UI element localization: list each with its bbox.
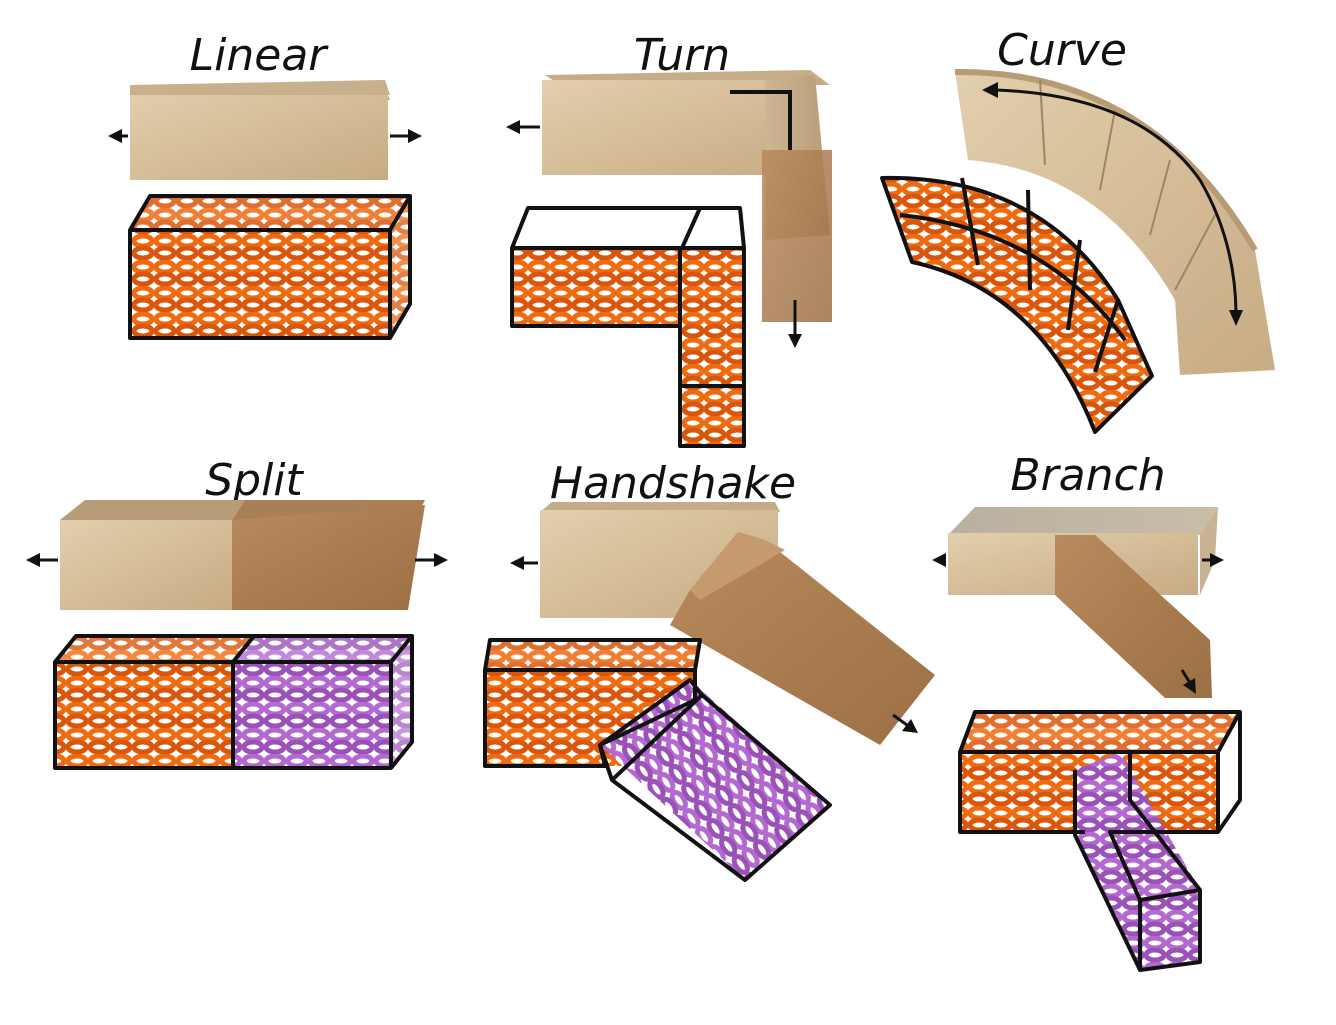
arrow-right-branch xyxy=(1202,553,1224,567)
panel-title-branch: Branch xyxy=(1010,450,1165,501)
helix-bundle-linear xyxy=(128,194,412,340)
helix-bundle-handshake xyxy=(483,638,832,882)
arrow-curve xyxy=(982,82,1243,326)
arrow-down-right-handshake xyxy=(892,713,918,733)
arrow-down-turn xyxy=(788,300,802,348)
arrow-left-turn xyxy=(506,120,540,134)
panel-title-handshake: Handshake xyxy=(550,458,796,509)
wood-block-branch xyxy=(948,507,1218,698)
panel-title-curve: Curve xyxy=(997,25,1127,76)
panel-linear: Linear xyxy=(108,30,422,340)
helix-bundle-turn xyxy=(510,206,746,448)
wood-block-split xyxy=(60,500,425,610)
arrow-right-split xyxy=(415,553,448,567)
panel-title-split: Split xyxy=(205,455,304,506)
arrow-right-linear xyxy=(390,129,422,143)
arrow-left-split xyxy=(26,553,58,567)
helix-bundle-curve xyxy=(880,175,1154,434)
wood-block-handshake xyxy=(540,502,935,745)
helix-bundle-split xyxy=(53,634,414,770)
wood-block-turn xyxy=(542,70,832,322)
arrow-left-handshake xyxy=(510,556,538,570)
panel-turn: Turn xyxy=(506,30,832,448)
arrow-down-branch xyxy=(1180,669,1196,694)
panel-branch: Branch xyxy=(932,450,1242,972)
helix-bundle-branch xyxy=(958,710,1242,972)
panel-curve: Curve xyxy=(880,25,1275,434)
panel-title-linear: Linear xyxy=(190,30,330,81)
panel-handshake: Handshake xyxy=(483,458,935,882)
arrow-left-linear xyxy=(108,129,128,143)
arrow-left-branch xyxy=(932,553,946,567)
panel-split: Split xyxy=(26,455,448,770)
wood-block-linear xyxy=(130,80,390,180)
wood-block-curve xyxy=(954,68,1275,375)
